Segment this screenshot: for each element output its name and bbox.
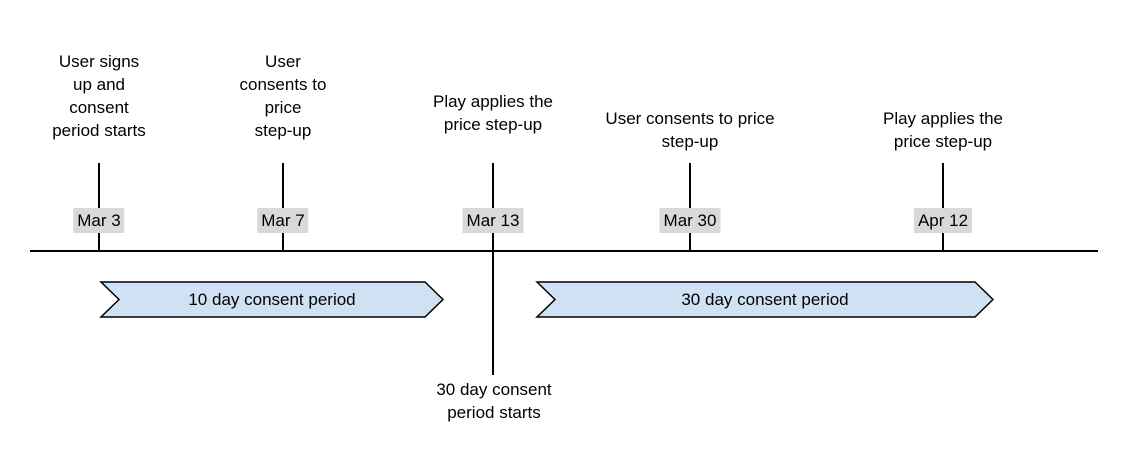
event-tick-line (98, 163, 100, 252)
event-date-label: Mar 3 (73, 208, 125, 233)
timeline-axis (30, 250, 1098, 252)
period-arrow-10-day (99, 281, 445, 318)
event-annotation: Play applies the price step-up (882, 109, 1004, 151)
event-tick-line (942, 163, 944, 252)
event-date-label: Apr 12 (913, 208, 973, 233)
event-date-label: Mar 30 (659, 208, 721, 233)
period-arrow-30-day (535, 281, 995, 318)
event-connector-line (492, 163, 494, 375)
event-annotation: User consents to price step-up (239, 52, 327, 140)
event-annotation: User signs up and consent period starts (52, 52, 146, 140)
event-annotation: Play applies the price step-up (432, 92, 554, 134)
period-arrow-label-10-day: 10 day consent period (188, 290, 356, 309)
consent-period-arrows (99, 281, 995, 318)
below-timeline-note: 30 day consent period starts (436, 380, 552, 422)
event-tick-line (282, 163, 284, 252)
event-tick-line (689, 163, 691, 252)
event-date-label: Mar 13 (462, 208, 524, 233)
event-annotation: User consents to price step-up (605, 109, 775, 151)
period-arrow-label-30-day: 30 day consent period (681, 290, 849, 309)
event-date-label: Mar 7 (257, 208, 309, 233)
